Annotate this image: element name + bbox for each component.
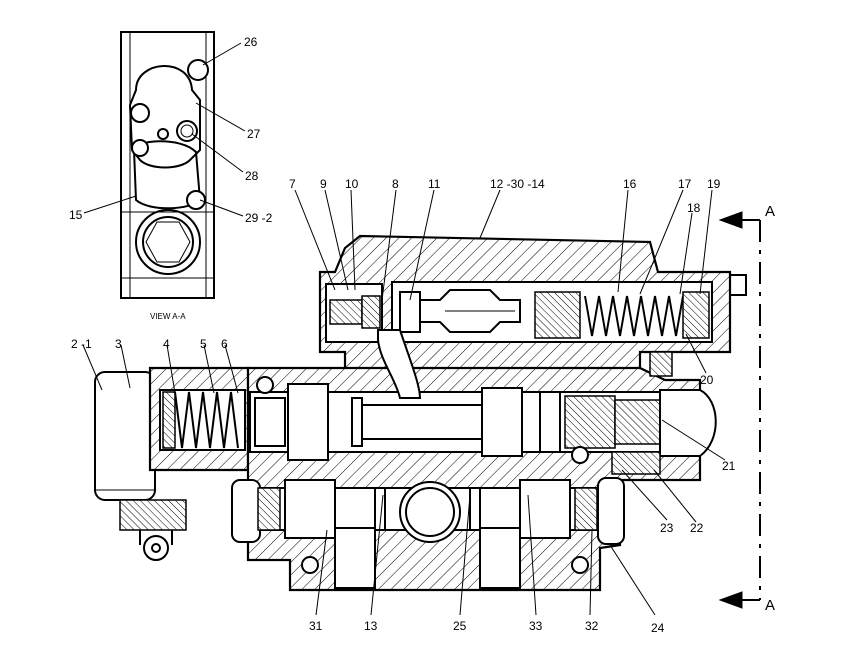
callout-11: 11 xyxy=(428,177,441,191)
right-end-nut xyxy=(597,477,625,545)
callout-13: 13 xyxy=(364,619,378,633)
callout-21: 21 xyxy=(722,459,736,473)
callout-12-30-14: 12 -30 -14 xyxy=(490,177,545,191)
callout-7: 7 xyxy=(289,177,296,191)
callout-8: 8 xyxy=(392,177,399,191)
callout-28: 28 xyxy=(245,169,259,183)
callout-27: 27 xyxy=(247,127,261,141)
inset-port-top-right xyxy=(187,59,209,81)
upper-spring xyxy=(584,295,684,337)
callout-5: 5 xyxy=(200,337,207,351)
callout-22: 22 xyxy=(690,521,704,535)
callout-24: 24 xyxy=(651,621,665,635)
callout-25: 25 xyxy=(453,619,467,633)
inset-port-small-a xyxy=(157,128,169,140)
left-spring xyxy=(174,391,239,449)
callout-4: 4 xyxy=(163,337,170,351)
callout-31: 31 xyxy=(309,619,323,633)
inset-port-small-b xyxy=(176,120,198,142)
callout-15: 15 xyxy=(69,208,83,222)
callout-32: 32 xyxy=(585,619,599,633)
callout-26: 26 xyxy=(244,35,258,49)
callout-16: 16 xyxy=(623,177,637,191)
view-caption: VIEW A-A xyxy=(150,312,186,321)
callout-20: 20 xyxy=(700,373,714,387)
inset-port-left xyxy=(131,139,149,157)
callout-17: 17 xyxy=(678,177,692,191)
left-end-nut xyxy=(231,479,261,543)
callout-29-2: 29 -2 xyxy=(245,211,273,225)
upper-relief-housing xyxy=(318,234,747,372)
view-a-a-inset: VIEW A-A xyxy=(120,31,215,321)
callout-33: 33 xyxy=(529,619,543,633)
callout-2-1: 2 -1 xyxy=(71,337,92,351)
left-cap-eyelet xyxy=(143,535,169,561)
callout-19: 19 xyxy=(707,177,721,191)
center-port xyxy=(399,481,461,543)
callout-18: 18 xyxy=(687,201,701,215)
section-mark-bottom: A xyxy=(765,597,775,614)
callout-labels: 26 27 28 15 29 -2 7 9 10 8 11 12 -30 -14… xyxy=(69,35,736,635)
inset-main-bore xyxy=(135,209,201,275)
callout-23: 23 xyxy=(660,521,674,535)
callout-9: 9 xyxy=(320,177,327,191)
callout-6: 6 xyxy=(221,337,228,351)
callout-3: 3 xyxy=(115,337,122,351)
left-cap-body xyxy=(94,371,156,501)
section-mark-top: A xyxy=(765,203,775,220)
left-end-cap xyxy=(94,366,250,561)
inset-plate xyxy=(120,31,215,299)
section-line-a-a: A A xyxy=(718,203,775,614)
inset-port-lower-right xyxy=(186,190,206,210)
inset-port-mid-left xyxy=(130,103,150,123)
main-valve-body xyxy=(231,329,717,592)
callout-10: 10 xyxy=(345,177,359,191)
leader-lines xyxy=(82,42,726,616)
